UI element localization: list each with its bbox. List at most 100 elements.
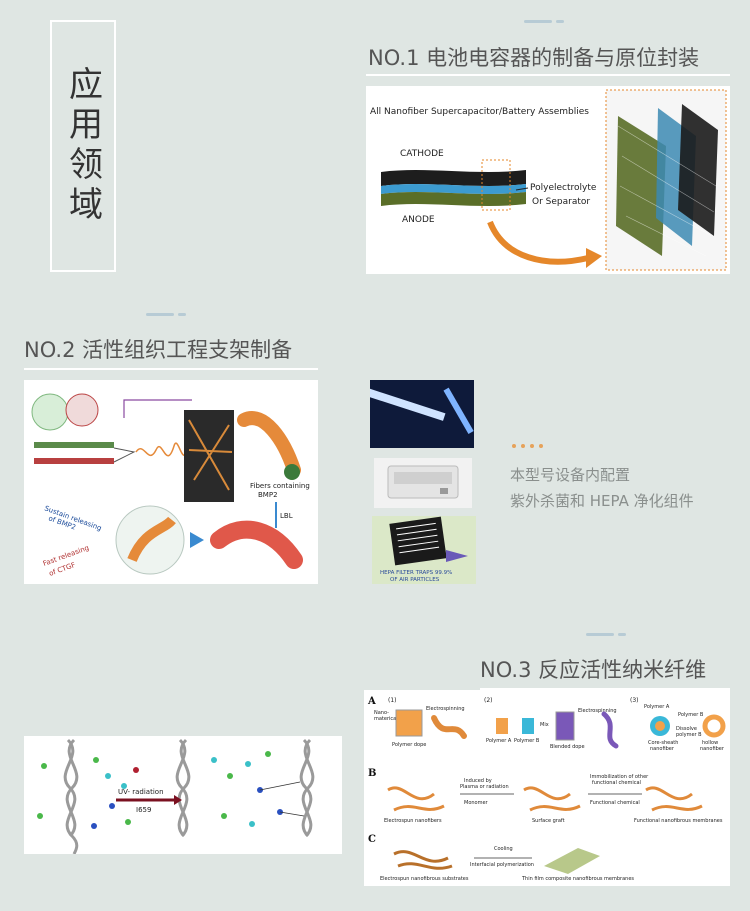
nano-label-1: Nano- [374,710,389,716]
hepa-label-2: OF AIR PARTICLES [390,577,440,583]
hepa-svg: HEPA FILTER TRAPS 99.9% OF AIR PARTICLES [380,516,468,583]
polymer-a-cup [496,718,508,734]
uv-label: UV- radiation [118,788,164,796]
polymer-a-label: Polymer A [486,738,512,744]
needle-lines [113,447,136,463]
electrospun-nanofibers-label: Electrospun nanofibers [384,818,442,824]
particle-circle-2 [65,393,99,427]
coated-fiber [210,520,303,569]
blended-dope-label: Blended dope [550,744,585,750]
zoom-arrow-head [586,248,602,268]
induced-label-2: Plasma or radiation [460,784,509,790]
dope-beaker [395,709,423,737]
battery-figure-svg: All Nanofiber Supercapacitor/Battery Ass… [370,89,727,271]
hepa-note: 本型号设备内配置 紫外杀菌和 HEPA 净化组件 [510,462,694,514]
mix-label: Mix [540,722,549,728]
uv-code: I659 [136,806,151,814]
separator-layer [381,184,526,194]
a3-label: (3) [630,697,639,704]
section1-dash [524,20,564,23]
electrospinning-label-1: Electrospinning [426,706,465,712]
induced-label-1: Induced by [464,778,492,784]
grafted-fibers [523,786,581,812]
reactive-nanofiber-figure: A (1) (2) (3) Nano- matericals Polymer d… [364,690,730,886]
side-title: 应用领域 [62,66,103,226]
fiber-tube [237,411,301,477]
panel-a-label: A [367,696,376,707]
syringe-2 [34,458,114,464]
polymer-b2-label: Polymer B [678,712,704,718]
hollow-label-1: hollow [702,740,718,746]
uv-arrow-head [174,795,182,805]
dissolve-label-2: polymer B [676,732,702,738]
cooling-label: Cooling [494,846,513,852]
anode-layer [381,192,526,206]
release-arrow [190,532,204,548]
spun-fiber-1 [431,715,467,739]
helix-1 [63,738,79,854]
fibers-label-2: BMP2 [258,491,278,499]
anode-label: ANODE [402,215,435,225]
section1-heading: NO.1 电池电容器的制备与原位封装 [368,46,700,70]
molecule-nodes-right [211,751,305,827]
jet-wave [135,441,189,457]
section3-heading: NO.3 反应活性纳米纤维 [480,658,707,682]
polymer-b-cup [522,718,534,734]
a2-label: (2) [484,697,493,704]
syringe-1 [34,442,114,448]
note-dots [512,444,543,448]
cathode-label: CATHODE [400,149,444,159]
pointer-line [515,187,529,191]
immob-label-2: functional chemical [592,780,641,786]
tissue-scaffold-figure: Fibers containing BMP2 LBL Sustain relea… [24,380,318,584]
separator-label: Or Separator [532,197,590,207]
battery-figure: All Nanofiber Supercapacitor/Battery Ass… [366,86,730,274]
fiber-core [284,464,300,480]
reactive-figure-svg: A (1) (2) (3) Nano- matericals Polymer d… [367,696,726,882]
functional-chemical-label: Functional chemical [590,800,640,806]
polymer-a2-label: Polymer A [644,704,670,710]
hepa-label-1: HEPA FILTER TRAPS 99.9% [380,570,452,576]
helix-2 [175,738,191,838]
fiber-mesh [616,104,718,257]
electrospun-substrates-label: Electrospun nanofibrous substrates [380,876,469,882]
zoom-arrow [487,220,589,265]
cathode-layer [381,170,526,186]
nano-label-2: matericals [374,716,401,722]
core-sheath-label-2: nanofiber [650,746,675,752]
tissue-figure-svg: Fibers containing BMP2 LBL Sustain relea… [31,393,310,578]
section3-dash [586,633,626,636]
uv-lamp-svg [370,387,474,434]
polyelectrolyte-label: Polyelectrolyte [530,183,597,193]
interfacial-label: Interfacial polymerization [470,862,534,868]
spun-fiber-2 [601,711,619,749]
core-sheath-inner [655,721,665,731]
panel-b-label: B [368,768,376,779]
panel-c-label: C [368,834,376,845]
section3-rule [480,688,730,690]
functional-fibers [645,786,703,812]
molecule-nodes-left [37,757,139,829]
zoom-fiber [127,516,176,563]
section2-dash [146,313,186,316]
uv-lamp-image [370,380,474,448]
electrospinning-label-2: Electrospinning [578,708,617,714]
functional-membranes-label: Functional nanofibrous membranes [634,818,723,824]
section1-rule [366,74,730,76]
collected-fibers [188,419,233,491]
hollow-fiber [702,714,726,738]
substrate-fibers [393,850,453,870]
hepa-note-line1: 本型号设备内配置 [510,466,631,484]
thin-film-sheet [544,848,600,874]
lbl-label: LBL [280,512,293,520]
hepa-filter-image: HEPA FILTER TRAPS 99.9% OF AIR PARTICLES [372,516,476,584]
hepa-note-line2: 紫外杀菌和 HEPA 净化组件 [510,492,694,510]
fibers-label-1: Fibers containing [250,482,310,490]
blended-beaker [555,711,575,741]
uv-crosslink-figure: UV- radiation I659 [24,736,342,854]
uv-crosslink-svg: UV- radiation I659 [37,738,315,854]
helix-3 [299,738,315,838]
thin-film-label: Thin film composite nanofibrous membrane… [521,876,634,882]
a1-label: (1) [388,697,397,704]
polymer-dope-label: Polymer dope [392,742,426,748]
